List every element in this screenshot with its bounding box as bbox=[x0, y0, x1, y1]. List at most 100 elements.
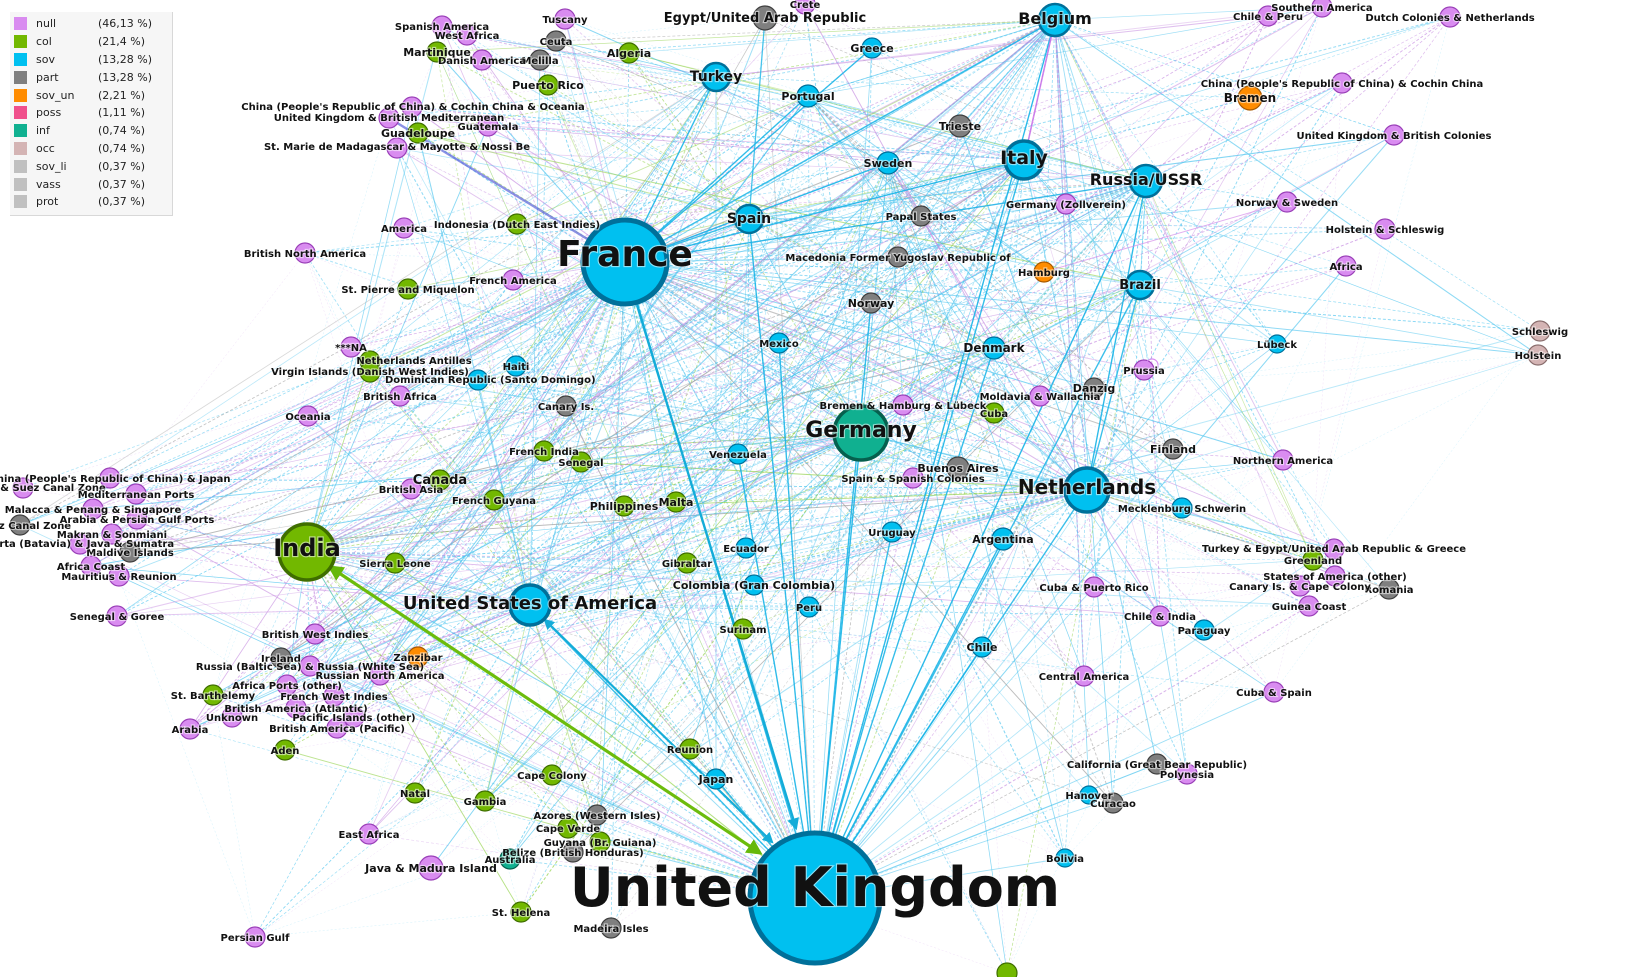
node-cuba[interactable] bbox=[983, 402, 1005, 424]
network-edge bbox=[1086, 489, 1275, 693]
legend-swatch bbox=[14, 106, 27, 120]
network-edge bbox=[623, 203, 1067, 507]
node-label-ecuador: Ecuador bbox=[723, 544, 769, 555]
node-usa[interactable] bbox=[508, 583, 552, 627]
strong-edge bbox=[1086, 284, 1141, 491]
node-suez[interactable] bbox=[9, 514, 31, 536]
node-guadeloupe[interactable] bbox=[407, 122, 429, 144]
node-madeira[interactable] bbox=[600, 917, 622, 939]
node-denmark[interactable] bbox=[982, 336, 1006, 360]
node-buenos[interactable] bbox=[946, 456, 970, 480]
node-portugal[interactable] bbox=[796, 84, 820, 108]
node-japan[interactable] bbox=[705, 768, 727, 790]
network-edge bbox=[369, 284, 1141, 362]
network-edge bbox=[417, 132, 1141, 286]
node-india[interactable] bbox=[277, 522, 337, 582]
node-brazil[interactable] bbox=[1124, 269, 1156, 301]
node-melilla[interactable] bbox=[529, 49, 551, 71]
node-papal[interactable] bbox=[910, 205, 932, 227]
node-martinique[interactable] bbox=[426, 41, 448, 63]
node-colombia[interactable] bbox=[743, 574, 765, 596]
edge-layer bbox=[19, 3, 1541, 974]
network-edge bbox=[92, 19, 1056, 510]
node-stpierre[interactable] bbox=[397, 278, 419, 300]
node-france[interactable] bbox=[580, 217, 670, 307]
network-edge bbox=[624, 261, 1090, 796]
node-indonesia[interactable] bbox=[506, 213, 528, 235]
node-canada[interactable] bbox=[429, 469, 451, 491]
node-greece[interactable] bbox=[861, 37, 883, 59]
node-canary[interactable] bbox=[555, 395, 577, 417]
node-algeria[interactable] bbox=[618, 42, 640, 64]
node-zanzibar[interactable] bbox=[407, 646, 429, 668]
node-uk[interactable] bbox=[747, 830, 883, 966]
node-belgium[interactable] bbox=[1037, 2, 1073, 38]
node-argentina[interactable] bbox=[991, 527, 1015, 551]
node-lubeck[interactable] bbox=[1267, 334, 1287, 354]
node-ceuta[interactable] bbox=[545, 30, 567, 52]
node-macedonia[interactable] bbox=[887, 246, 909, 268]
network-edge bbox=[814, 256, 899, 899]
node-venezuela[interactable] bbox=[727, 443, 749, 465]
node-hamburg[interactable] bbox=[1033, 261, 1055, 283]
node-italy[interactable] bbox=[1003, 139, 1045, 181]
node-danzig[interactable] bbox=[1083, 377, 1105, 399]
node-mexico[interactable] bbox=[768, 332, 790, 354]
node-mecklenburg[interactable] bbox=[1171, 497, 1193, 519]
node-label-crete: Crete bbox=[790, 0, 821, 11]
node-frenchindia[interactable] bbox=[533, 440, 555, 462]
node-australia[interactable] bbox=[499, 848, 521, 870]
network-edge bbox=[814, 97, 1251, 899]
node-hanover[interactable] bbox=[1079, 785, 1099, 805]
node-norway[interactable] bbox=[860, 292, 882, 314]
node-turkey[interactable] bbox=[700, 61, 732, 93]
node-california[interactable] bbox=[1146, 753, 1168, 775]
node-netherlands[interactable] bbox=[1063, 466, 1111, 514]
node-curacao[interactable] bbox=[1102, 792, 1124, 814]
node-virgin[interactable] bbox=[359, 361, 381, 383]
node-puertorico[interactable] bbox=[537, 74, 559, 96]
node-azores[interactable] bbox=[586, 804, 608, 826]
network-edge bbox=[628, 52, 1183, 509]
node-romania[interactable] bbox=[1378, 578, 1400, 600]
node-dominican[interactable] bbox=[467, 369, 489, 391]
node-paraguay[interactable] bbox=[1193, 619, 1215, 641]
node-germany[interactable] bbox=[832, 404, 890, 462]
node-bremen[interactable] bbox=[1237, 85, 1263, 111]
node-egypt[interactable] bbox=[752, 5, 778, 31]
node-chile[interactable] bbox=[971, 636, 993, 658]
node-ireland[interactable] bbox=[270, 647, 292, 669]
legend-label: prot bbox=[36, 195, 98, 208]
network-edge bbox=[306, 507, 1183, 553]
network-edge bbox=[624, 261, 1310, 607]
node-label-turkey: Turkey bbox=[690, 69, 742, 85]
node-label-chile: Chile bbox=[967, 641, 998, 654]
node-trieste[interactable] bbox=[948, 114, 972, 138]
network-edge bbox=[19, 76, 717, 526]
network-edge bbox=[399, 19, 1056, 397]
network-edge bbox=[129, 134, 1395, 553]
node-belize[interactable] bbox=[562, 841, 584, 863]
legend-percent: (0,74 %) bbox=[98, 124, 168, 137]
node-senegal[interactable] bbox=[570, 451, 592, 473]
node-spain[interactable] bbox=[733, 203, 765, 235]
legend-swatch bbox=[14, 159, 27, 173]
network-edge bbox=[807, 19, 1056, 97]
node-sweden[interactable] bbox=[876, 151, 900, 175]
node-bolivia[interactable] bbox=[1055, 848, 1075, 868]
node-russia[interactable] bbox=[1128, 163, 1164, 199]
node-ecuador[interactable] bbox=[735, 537, 757, 559]
node-belgium_b[interactable] bbox=[996, 962, 1018, 977]
node-holstein[interactable] bbox=[1527, 344, 1549, 366]
node-finland[interactable] bbox=[1162, 438, 1184, 460]
node-uruguay[interactable] bbox=[881, 521, 903, 543]
node-maldive[interactable] bbox=[119, 541, 141, 563]
network-edge bbox=[624, 261, 688, 564]
legend-label: part bbox=[36, 71, 98, 84]
network-edge bbox=[512, 279, 862, 434]
node-peru[interactable] bbox=[798, 596, 820, 618]
node-haiti[interactable] bbox=[505, 355, 527, 377]
node-label-egypt: Egypt/United Arab Republic bbox=[664, 11, 866, 26]
node-schleswig[interactable] bbox=[1529, 320, 1551, 342]
